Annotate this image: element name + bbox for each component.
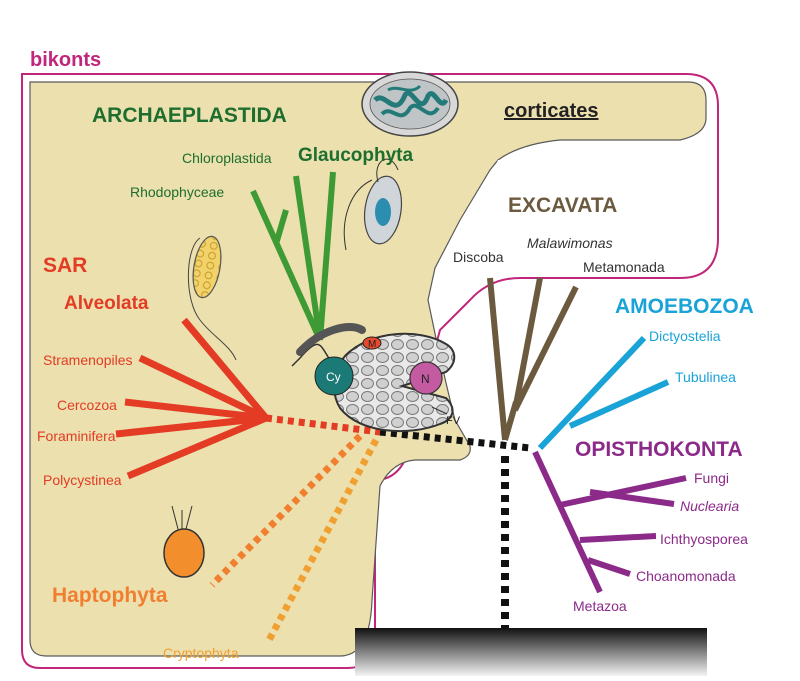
chloroplastida-label: Chloroplastida bbox=[182, 150, 272, 166]
glaucophyta-label: Glaucophyta bbox=[298, 145, 414, 166]
food-vacuole-label: FV bbox=[446, 415, 461, 427]
cytostome-label: Cy bbox=[326, 370, 341, 384]
phagotroph-cell-illustration bbox=[291, 323, 456, 433]
dictyostelia-label: Dictyostelia bbox=[649, 328, 721, 344]
opisthokonta-branches bbox=[532, 450, 687, 594]
alveolata-label: Alveolata bbox=[64, 293, 149, 314]
glaucophyte-cell-illustration bbox=[361, 71, 459, 137]
choanomonada-label: Choanomonada bbox=[636, 568, 736, 584]
excavata-region bbox=[440, 160, 706, 300]
mitochondrion-label: M bbox=[368, 339, 376, 350]
fungi-label: Fungi bbox=[694, 470, 729, 486]
excavata-label: EXCAVATA bbox=[508, 194, 617, 217]
flagellate-cell-illustration bbox=[343, 158, 403, 251]
dashed-connectors bbox=[209, 414, 531, 644]
nucleus-label: N bbox=[421, 372, 430, 386]
bikonts-label: bikonts bbox=[30, 49, 101, 71]
amoebozoa-branches bbox=[537, 335, 670, 451]
sar-branches bbox=[115, 317, 269, 480]
cercozoa-label: Cercozoa bbox=[57, 397, 117, 413]
archaeplastida-branches bbox=[250, 171, 336, 342]
excavata-branches bbox=[487, 277, 579, 441]
foraminifera-label: Foraminifera bbox=[37, 428, 116, 444]
discoba-label: Discoba bbox=[453, 249, 504, 265]
polycystinea-label: Polycystinea bbox=[43, 472, 122, 488]
stramenopiles-label: Stramenopiles bbox=[43, 352, 133, 368]
bikonts-outline bbox=[21, 73, 719, 669]
alveolate-cell-illustration bbox=[187, 235, 237, 361]
cryptophyta-label: Cryptophyta bbox=[163, 645, 239, 661]
sar-label: SAR bbox=[43, 254, 87, 277]
opisthokonta-label: OPISTHOKONTA bbox=[575, 438, 743, 461]
corticates-label: corticates bbox=[504, 100, 599, 122]
tubulinea-label: Tubulinea bbox=[675, 369, 736, 385]
haptophyte-cell-illustration bbox=[163, 505, 205, 578]
archaeplastida-label: ARCHAEPLASTIDA bbox=[92, 104, 287, 127]
nuclearia-label: Nuclearia bbox=[680, 498, 739, 514]
metazoa-label: Metazoa bbox=[573, 598, 627, 614]
ichthyosporea-label: Ichthyosporea bbox=[660, 531, 748, 547]
malawimonas-label: Malawimonas bbox=[527, 235, 613, 251]
rhodophyceae-label: Rhodophyceae bbox=[130, 184, 224, 200]
haptophyta-label: Haptophyta bbox=[52, 584, 168, 607]
root-base bbox=[355, 628, 707, 676]
metamonada-label: Metamonada bbox=[583, 259, 665, 275]
amoebozoa-label: AMOEBOZOA bbox=[615, 295, 754, 318]
